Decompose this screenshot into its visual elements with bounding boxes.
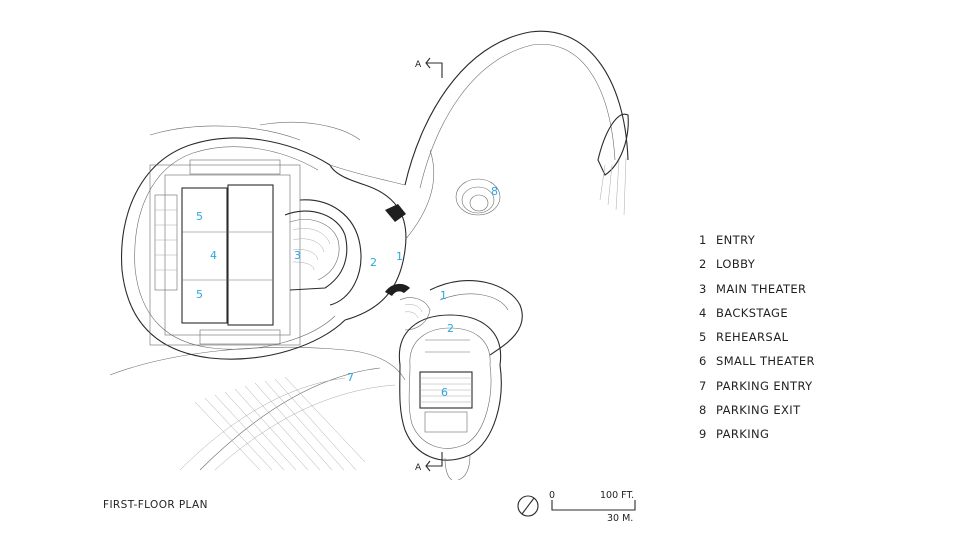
- svg-text:A: A: [415, 60, 422, 70]
- site-linework: [109, 121, 406, 471]
- plan-label-main-theater: 3: [294, 249, 301, 262]
- lobby-core-elements: [385, 204, 431, 331]
- plan-label-lobby: 2: [370, 256, 377, 269]
- section-marker-top: A: [415, 57, 443, 78]
- scale-zero: 0: [549, 490, 555, 501]
- plan-label-backstage: 4: [210, 249, 217, 262]
- small-theater-outline: [398, 280, 523, 481]
- plan-caption: FIRST-FLOOR PLAN: [103, 499, 208, 511]
- svg-text:A: A: [415, 463, 422, 473]
- plan-label-entry-2: 1: [440, 289, 447, 302]
- plan-label-parking-exit: 8: [491, 185, 498, 198]
- tower-and-ramp-outline: [329, 30, 629, 241]
- section-arrow-icon: [425, 57, 443, 78]
- main-building-outline: [120, 137, 407, 360]
- north-arrow-icon: [517, 495, 539, 517]
- section-marker-bottom: A: [415, 452, 443, 473]
- scale-bar: 0 100 FT. 30 M.: [549, 490, 636, 524]
- parking-ramp-hatch: [194, 376, 366, 471]
- plan-label-parking-entry: 7: [347, 371, 354, 384]
- plan-label-entry: 1: [396, 250, 403, 263]
- scale-feet: 100 FT.: [600, 490, 634, 501]
- scale-meters: 30 M.: [607, 513, 633, 524]
- plan-label-rehearsal-top: 5: [196, 210, 203, 223]
- plan-label-lobby-2: 2: [447, 322, 454, 335]
- section-arrow-icon: [425, 452, 443, 472]
- plan-label-small-theater: 6: [441, 386, 448, 399]
- plan-label-rehearsal-bottom: 5: [196, 288, 203, 301]
